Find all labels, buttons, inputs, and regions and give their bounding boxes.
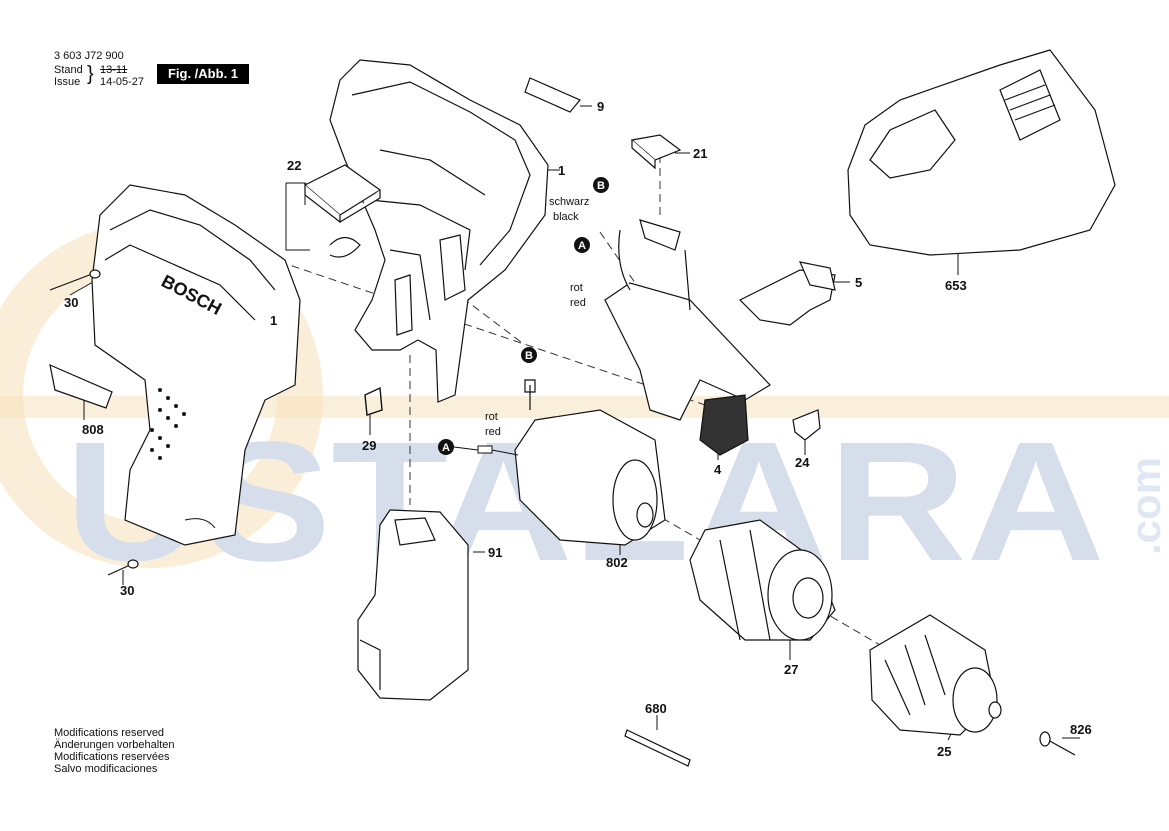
- lock-button-drawing: [792, 409, 821, 441]
- chuck-screw-drawing: [1039, 731, 1076, 756]
- wire-label-rot-top: rot: [570, 282, 583, 294]
- housing-left-drawing: BOSCH: [91, 184, 301, 546]
- housing-right-drawing: [329, 59, 549, 403]
- marker-a-top: A: [574, 237, 590, 253]
- spring-clip-drawing: [364, 386, 383, 416]
- gearbox-drawing: [689, 519, 836, 641]
- motor-drawing: [514, 379, 666, 546]
- nameplate-drawing: [49, 363, 113, 409]
- part-number-chuck: 25: [937, 744, 951, 759]
- note-line: Salvo modificaciones: [54, 763, 158, 775]
- direction-switch-drawing: [303, 164, 382, 258]
- part-number-battery: 91: [488, 545, 502, 560]
- note-line: Änderungen vorbehalten: [54, 739, 175, 751]
- part-number-lock-button: 24: [795, 455, 810, 470]
- stand-label: Stand: [54, 64, 83, 76]
- part-number-nameplate: 808: [82, 422, 104, 437]
- marker-b-motor-label: B: [525, 350, 533, 362]
- wire-label-schwarz: schwarz: [549, 196, 589, 208]
- part-number-chuck-screw: 826: [1070, 722, 1092, 737]
- part-number-gearbox: 27: [784, 662, 798, 677]
- marker-a-motor-label: A: [442, 442, 450, 454]
- part-number-spring-clip: 29: [362, 438, 376, 453]
- screw-bottom-drawing: [107, 559, 139, 576]
- part-number-bit: 680: [645, 701, 667, 716]
- brace-icon: }: [87, 63, 94, 85]
- part-number-housing-right: 1: [558, 163, 565, 178]
- marker-b-top: B: [593, 177, 609, 193]
- issue-value: 14-05-27: [100, 76, 145, 88]
- wire-label-red-motor: red: [485, 426, 501, 438]
- battery-pack-drawing: [357, 509, 469, 701]
- part-number-led-board: 21: [693, 146, 707, 161]
- doc-number: 3 603 J72 900: [54, 50, 124, 62]
- part-number-label-strip: 9: [597, 99, 604, 114]
- led-board-drawing: [630, 134, 682, 170]
- wire-label-rot-motor: rot: [485, 411, 498, 423]
- marker-b-top-label: B: [597, 180, 605, 192]
- part-number-screw-top: 30: [64, 295, 78, 310]
- watermark-suffix: .com: [1122, 457, 1169, 555]
- wire-label-red-top: red: [570, 297, 586, 309]
- part-number-direction-switch: 22: [287, 158, 301, 173]
- marker-b-motor: B: [521, 347, 537, 363]
- part-number-housing-left: 1: [270, 313, 277, 328]
- label-strip-drawing: [524, 77, 581, 113]
- note-line: Modifications reservées: [54, 751, 170, 763]
- screwdriver-bit-drawing: [624, 729, 691, 767]
- part-number-screw-bottom: 30: [120, 583, 134, 598]
- marker-a-top-label: A: [578, 240, 586, 252]
- part-number-switch-cover: 5: [855, 275, 862, 290]
- screw-top-drawing: [49, 269, 101, 291]
- stand-value: 13-11: [100, 64, 128, 76]
- note-line: Modifications reserved: [54, 727, 165, 739]
- marker-a-motor: A: [438, 439, 519, 456]
- part-number-motor: 802: [606, 555, 628, 570]
- chuck-drawing: [869, 614, 1002, 736]
- charger-drawing: [847, 49, 1116, 256]
- footer-notes: Modifications reserved Änderungen vorbeh…: [54, 727, 174, 775]
- switch-drawing: [604, 219, 771, 456]
- switch-cover-drawing: [738, 261, 836, 326]
- part-number-charger: 653: [945, 278, 967, 293]
- figure-label: Fig. /Abb. 1: [157, 64, 249, 84]
- wire-label-black: black: [553, 211, 579, 223]
- part-number-switch: 4: [714, 462, 722, 477]
- issue-label: Issue: [54, 76, 81, 88]
